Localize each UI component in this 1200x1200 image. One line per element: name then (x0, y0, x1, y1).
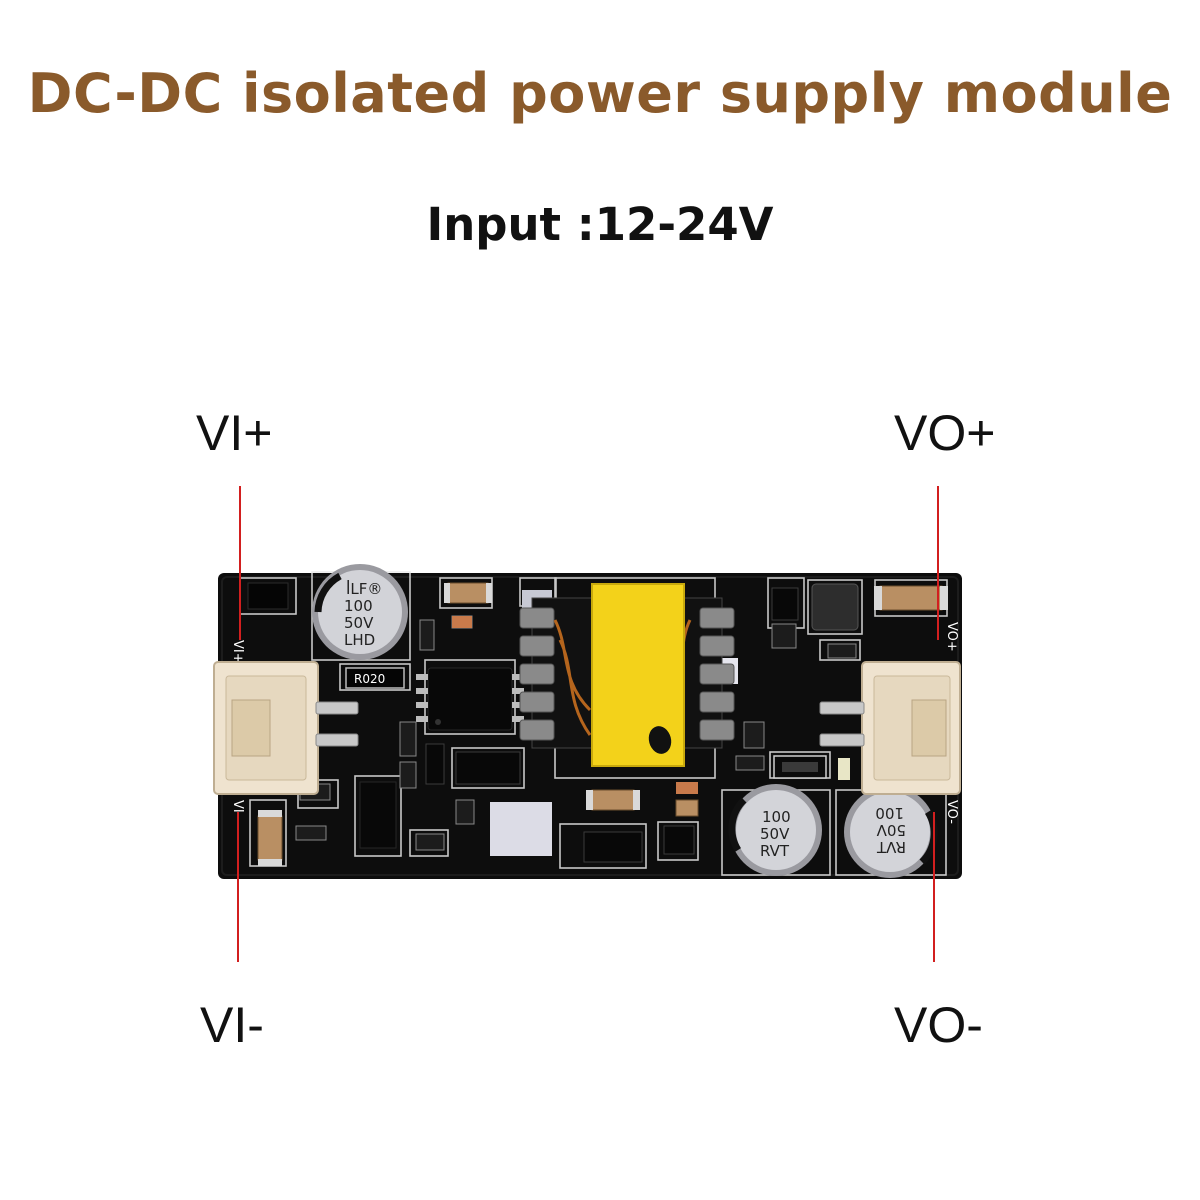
label-vo-plus: VO+ (894, 405, 996, 461)
diode-bottom (583, 831, 643, 863)
isolation-transformer (519, 583, 735, 767)
label-vi-plus: VI+ (196, 405, 273, 461)
output-electrolytic-capacitor-1: 100 50V RVT (728, 784, 822, 876)
resistor-r020 (345, 667, 405, 689)
silk-vo-minus: VO- (944, 800, 959, 824)
cap-output-1-line1: 100 (762, 808, 791, 826)
cap-output-2-line2: 50V (876, 821, 906, 839)
input-voltage-subtitle: Input :12-24V (426, 198, 774, 251)
output-electrolytic-capacitor-2: RVT 50V 100 (844, 786, 938, 878)
power-mosfet (811, 583, 859, 631)
cap-input-line1: 100 (344, 597, 373, 615)
cap-input-line2: 50V (344, 614, 374, 632)
silk-vi-minus: VI- (230, 800, 245, 818)
sot23-bottom (663, 825, 695, 855)
diode-mid (455, 751, 521, 785)
white-label (490, 802, 552, 856)
label-vi-minus: VI- (200, 997, 264, 1053)
sot-ic (359, 781, 397, 849)
input-electrolytic-capacitor: ꟾLF® 100 50V LHD (312, 564, 408, 660)
cap-output-1-line3: RVT (760, 842, 790, 860)
transistor (247, 582, 289, 610)
silk-vo-plus: VO+ (944, 622, 959, 652)
resistor-marking: R020 (354, 672, 385, 686)
cap-output-1-line2: 50V (760, 825, 790, 843)
output-connector (819, 661, 961, 795)
product-title: DC-DC isolated power supply module (27, 62, 1173, 125)
label-vo-minus: VO- (894, 997, 983, 1053)
input-connector (213, 661, 359, 795)
led (838, 758, 850, 780)
ic-8-pin (427, 667, 513, 731)
cap-output-2-line3: 100 (875, 804, 904, 822)
cap-input-line3: LHD (344, 631, 375, 649)
cap-output-2-line1: RVT (876, 838, 906, 856)
silk-vi-plus: VI+ (230, 640, 245, 664)
diode-top (771, 587, 799, 621)
small-chip (425, 743, 445, 785)
cap-input-logo: ꟾLF® (346, 579, 382, 598)
